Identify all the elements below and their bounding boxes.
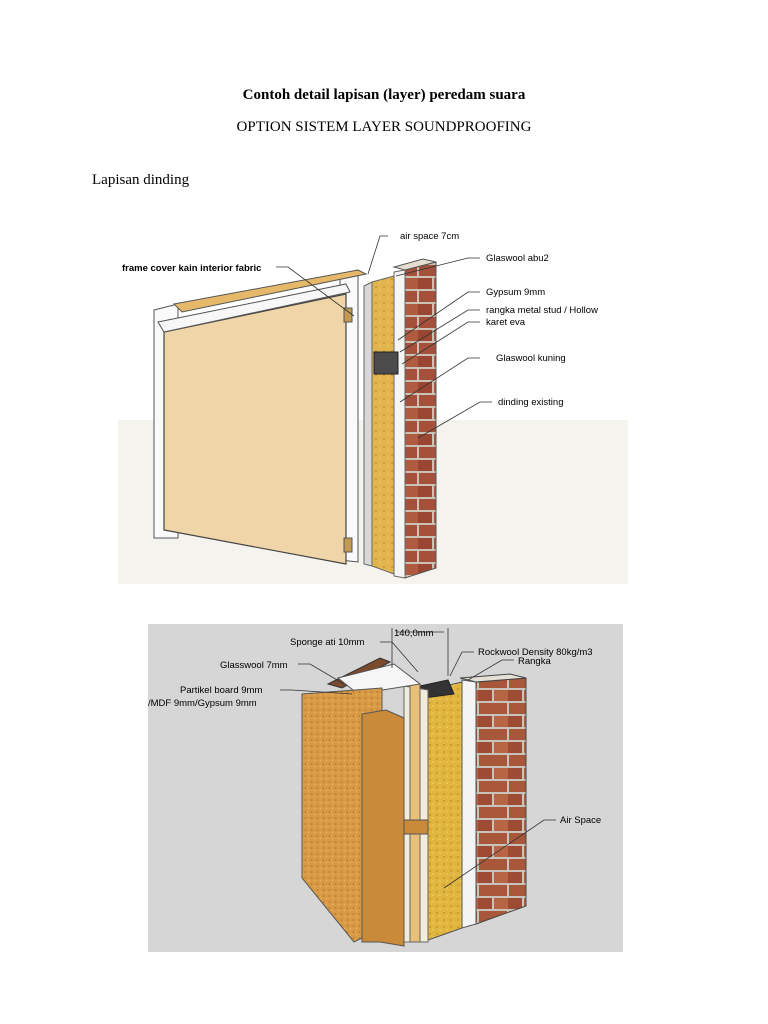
label-rockwool: Rockwool Density 80kg/m3 — [478, 647, 593, 658]
diagram-2-svg: 140,0mm Sponge ati 10mm Rockwool Density… — [148, 624, 623, 952]
section-heading: Lapisan dinding — [92, 172, 190, 188]
glaswool-kuning-layer — [371, 275, 395, 575]
label-air-space: air space 7cm — [400, 231, 459, 242]
rockwool-layer — [427, 681, 463, 941]
brick-wall — [404, 261, 437, 579]
label-rangka: rangka metal stud / Hollow — [486, 305, 598, 316]
label-glaswool-kuning: Glaswool kuning — [496, 353, 566, 364]
label-partikel-line2: /MDF 9mm/Gypsum 9mm — [148, 698, 257, 709]
metal-stud — [373, 351, 399, 375]
page-title: Contoh detail lapisan (layer) peredam su… — [242, 87, 526, 103]
label-frame-cover: frame cover kain interior fabric — [122, 263, 261, 274]
page-subtitle: OPTION SISTEM LAYER SOUNDPROOFING — [236, 119, 532, 135]
label-rangka-2: Rangka — [518, 656, 551, 667]
label-glaswool-abu: Glaswool abu2 — [486, 253, 549, 264]
label-karet: karet eva — [486, 317, 526, 328]
brick-wall-2 — [475, 677, 527, 925]
diagram-1-svg: air space 7cm frame cover kain interior … — [118, 212, 628, 584]
label-dimension: 140,0mm — [394, 628, 434, 639]
wooden-batten — [361, 709, 405, 947]
label-sponge: Sponge ati 10mm — [290, 637, 365, 648]
wall-layer-diagram-2: 140,0mm Sponge ati 10mm Rockwool Density… — [148, 624, 623, 952]
label-gypsum: Gypsum 9mm — [486, 287, 545, 298]
fabric-panel — [163, 293, 347, 565]
label-partikel-line1: Partikel board 9mm — [180, 685, 262, 696]
label-dinding: dinding existing — [498, 397, 564, 408]
wall-layer-diagram-1: air space 7cm frame cover kain interior … — [118, 212, 628, 584]
label-air-space-2: Air Space — [560, 815, 601, 826]
label-glasswool: Glasswool 7mm — [220, 660, 288, 671]
